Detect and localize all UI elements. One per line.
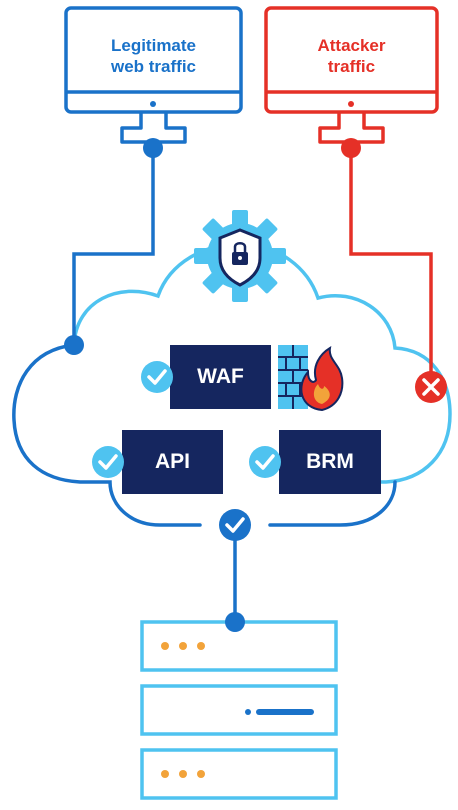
- attacker-monitor-icon: [264, 6, 439, 144]
- brm-check-icon: [249, 446, 281, 478]
- api-label: API: [154, 450, 190, 473]
- waf-label: WAF: [197, 365, 244, 388]
- brm-label: BRM: [306, 450, 354, 473]
- attacker-traffic-line: [349, 148, 433, 385]
- blocked-x-icon: [415, 371, 447, 403]
- firewall-icon: [278, 345, 344, 412]
- cloud-outline-right-bottom: [268, 480, 397, 527]
- attacker-label-line1: Attacker: [317, 36, 386, 55]
- legitimate-monitor-icon: [64, 6, 243, 144]
- legitimate-label-line1: Legitimate: [110, 36, 197, 55]
- gear-shield-lock-icon: [194, 210, 286, 302]
- legitimate-node-top: [143, 138, 163, 158]
- waf-box: [170, 345, 271, 409]
- api-check-icon: [92, 446, 124, 478]
- legitimate-label: Legitimate web traffic: [66, 35, 241, 77]
- cloud-outline: [72, 242, 452, 484]
- brm-box: [279, 430, 381, 494]
- waf-check-icon: [141, 361, 173, 393]
- attacker-label-line2: traffic: [327, 57, 376, 76]
- legitimate-traffic-line: [72, 148, 155, 345]
- legitimate-node-cloud: [64, 335, 84, 355]
- cloud-output-check-icon: [219, 509, 251, 541]
- api-box: [122, 430, 223, 494]
- attacker-node-top: [341, 138, 361, 158]
- attacker-label: Attacker traffic: [266, 35, 437, 77]
- server-stack-icon: [140, 620, 338, 800]
- cloud-outline-left: [12, 343, 202, 527]
- legitimate-label-line2: web traffic: [110, 57, 197, 76]
- server-node: [225, 612, 245, 632]
